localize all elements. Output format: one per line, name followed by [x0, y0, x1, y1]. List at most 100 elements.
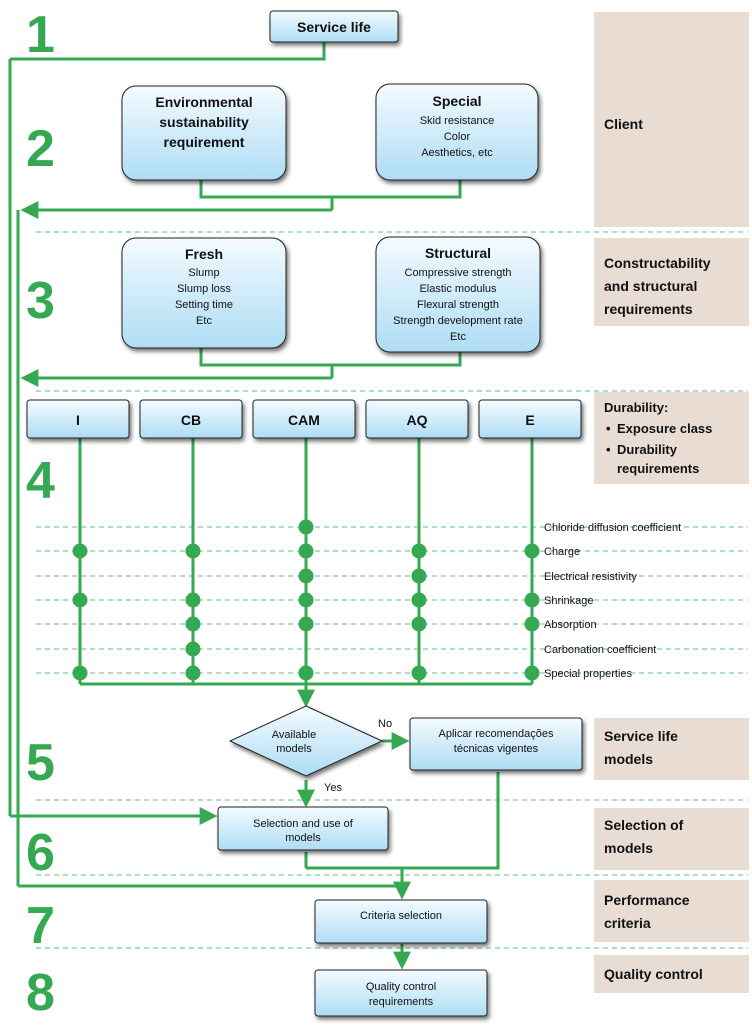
property-label: Special properties — [544, 668, 633, 680]
connection-dot — [411, 665, 427, 681]
structural-item-3: Flexural strength — [417, 299, 499, 311]
property-lines — [36, 526, 748, 674]
selection-line-1: Selection and use of — [253, 818, 354, 830]
property-label: Chloride diffusion coefficient — [544, 522, 681, 534]
connection-dot — [298, 519, 314, 535]
connection-dot — [411, 616, 427, 632]
structural-item-5: Etc — [450, 331, 466, 343]
special-item-1: Skid resistance — [420, 115, 495, 127]
side-label-client: Client — [604, 116, 643, 132]
exposure-class-e-label: E — [525, 412, 534, 428]
property-labels: Chloride diffusion coefficientChargeElec… — [544, 522, 681, 680]
step-number-3: 3 — [26, 272, 55, 330]
fresh-item-4: Etc — [196, 315, 212, 327]
side-label-durability-bullet-2b: requirements — [617, 461, 699, 476]
connection-dot — [524, 665, 540, 681]
connection-dot — [72, 665, 88, 681]
connection-dot — [185, 543, 201, 559]
side-label-constructability-2: and structural — [604, 278, 697, 294]
side-label-durability-bullet-2a: Durability — [617, 442, 678, 457]
selection-line-2: models — [285, 832, 321, 844]
bullet-2: • — [606, 442, 611, 457]
exposure-class-cam-label: CAM — [288, 412, 320, 428]
side-panels — [594, 12, 749, 993]
connection-dot — [411, 592, 427, 608]
quality-line-1: Quality control — [366, 981, 436, 993]
connection-dot — [72, 543, 88, 559]
side-label-service-life-models-2: models — [604, 751, 653, 767]
side-labels: Client Constructability and structural r… — [604, 116, 712, 982]
step-number-2: 2 — [26, 120, 55, 178]
structural-item-1: Compressive strength — [405, 267, 512, 279]
exposure-class-aq-label: AQ — [407, 412, 428, 428]
step-number-7: 7 — [26, 897, 55, 955]
property-label: Charge — [544, 546, 580, 558]
property-label: Electrical resistivity — [544, 571, 637, 583]
side-label-durability-title: Durability: — [604, 400, 668, 415]
special-box: Special Skid resistance Color Aesthetics… — [375, 83, 539, 181]
quality-line-2: requirements — [369, 996, 434, 1008]
exposure-class-i: I — [26, 399, 130, 439]
step-number-5: 5 — [26, 734, 55, 792]
step-numbers: 1 2 3 4 5 6 7 8 — [26, 6, 55, 1022]
structural-item-4: Strength development rate — [393, 315, 523, 327]
environmental-title-line-3: requirement — [164, 134, 245, 150]
side-label-selection-of-models-1: Selection of — [604, 817, 684, 833]
side-label-performance-criteria-1: Performance — [604, 892, 690, 908]
side-panel-durability — [594, 392, 749, 484]
special-item-3: Aesthetics, etc — [421, 147, 493, 159]
available-models-decision: Available models — [228, 705, 384, 777]
side-label-service-life-models-1: Service life — [604, 728, 678, 744]
side-label-constructability-1: Constructability — [604, 255, 711, 271]
fresh-item-3: Setting time — [175, 299, 233, 311]
connection-dot — [185, 665, 201, 681]
quality-box: Quality control requirements — [314, 969, 488, 1017]
connection-dot — [298, 665, 314, 681]
recommendations-line-2: técnicas vigentes — [454, 743, 539, 755]
side-label-quality-control: Quality control — [604, 966, 703, 982]
connection-dot — [72, 592, 88, 608]
connection-dots — [72, 519, 540, 681]
decision-line-2: models — [276, 743, 312, 755]
recommendations-box: Aplicar recomendações técnicas vigentes — [409, 717, 583, 771]
connection-dot — [298, 543, 314, 559]
connection-dot — [411, 568, 427, 584]
exposure-class-cb: CB — [139, 399, 243, 439]
fresh-title: Fresh — [185, 246, 223, 262]
property-label: Absorption — [544, 619, 597, 631]
bullet-1: • — [606, 421, 611, 436]
side-panel-service-life-models — [594, 718, 749, 780]
no-label: No — [378, 718, 392, 730]
fresh-item-1: Slump — [188, 267, 219, 279]
environmental-title-line-1: Environmental — [155, 94, 252, 110]
decision-line-1: Available — [272, 729, 316, 741]
service-life-label: Service life — [297, 19, 371, 35]
exposure-class-aq: AQ — [365, 399, 469, 439]
connection-dot — [411, 543, 427, 559]
structural-title: Structural — [425, 245, 491, 261]
property-label: Carbonation coefficient — [544, 644, 656, 656]
exposure-class-i-label: I — [76, 412, 80, 428]
side-panel-selection-of-models — [594, 808, 749, 870]
step-number-1: 1 — [26, 6, 55, 64]
side-label-selection-of-models-2: models — [604, 840, 653, 856]
structural-item-2: Elastic modulus — [419, 283, 497, 295]
connectors — [8, 42, 534, 970]
environmental-box: Environmental sustainability requirement — [121, 85, 287, 181]
exposure-class-cb-label: CB — [181, 412, 201, 428]
fresh-item-2: Slump loss — [177, 283, 231, 295]
side-panel-performance-criteria — [594, 880, 749, 942]
special-title: Special — [432, 93, 481, 109]
side-panel-constructability — [594, 238, 749, 326]
step-number-4: 4 — [26, 452, 55, 510]
yes-label: Yes — [324, 782, 342, 794]
recommendations-line-1: Aplicar recomendações — [439, 728, 554, 740]
connection-dot — [298, 616, 314, 632]
exposure-class-e: E — [478, 399, 582, 439]
property-label: Shrinkage — [544, 595, 594, 607]
connection-dot — [524, 543, 540, 559]
connection-dot — [524, 592, 540, 608]
connection-dot — [185, 616, 201, 632]
step-number-6: 6 — [26, 824, 55, 882]
